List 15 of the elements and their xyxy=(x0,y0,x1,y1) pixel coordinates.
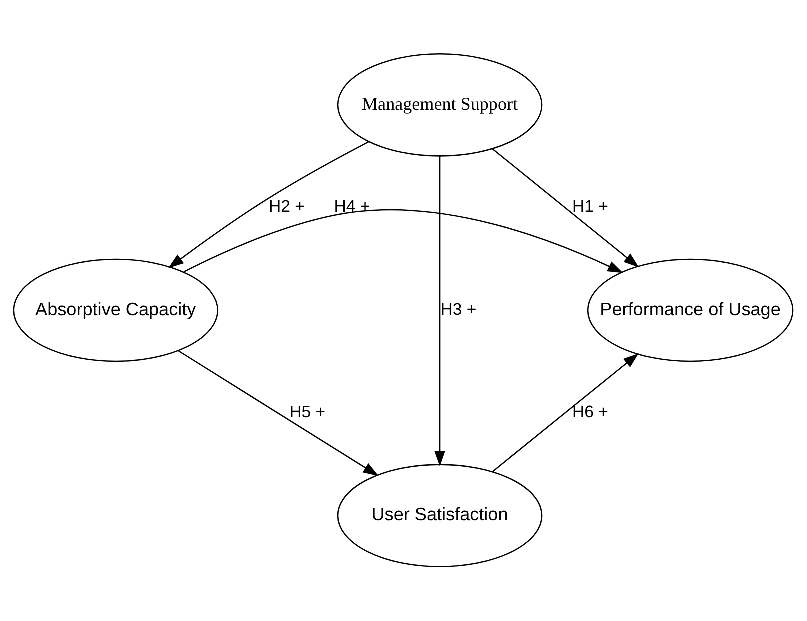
arrow xyxy=(492,148,640,268)
edge-label: H6 + xyxy=(572,402,608,422)
edge-label: H5 + xyxy=(290,402,326,422)
arrow xyxy=(434,156,446,467)
edge-label: H4 + xyxy=(334,197,370,216)
edge-label: H3 + xyxy=(440,300,477,319)
node-ellipse: Management Support xyxy=(337,54,543,157)
edge-label: H1 + xyxy=(572,197,608,216)
arrow xyxy=(492,354,639,472)
node-ellipse: Absorptive Capacity xyxy=(13,258,219,362)
arrow xyxy=(178,350,379,476)
edge-label: H2 + xyxy=(269,197,305,216)
arrow xyxy=(168,141,370,268)
arrow xyxy=(184,209,624,274)
node-ellipse: Performance of Usage xyxy=(587,258,794,362)
